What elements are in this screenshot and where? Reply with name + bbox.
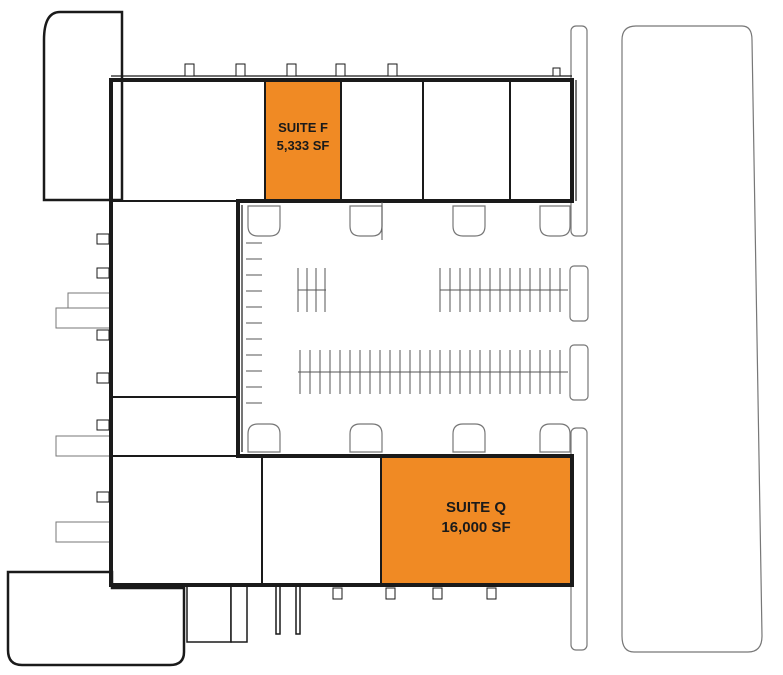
suite-q-name: SUITE Q — [446, 499, 506, 516]
right-island — [621, 25, 763, 653]
suite-f-area[interactable] — [265, 80, 341, 201]
top-left-outbuilding — [42, 10, 124, 202]
top-dock-doors — [184, 63, 561, 77]
suite-f-name: SUITE F — [278, 120, 328, 135]
wall-double-lines — [111, 75, 577, 452]
suite-q-area-label: 16,000 SF — [441, 519, 510, 536]
suite-f-area-label: 5,333 SF — [277, 138, 330, 153]
bottom-left-outbuilding — [6, 570, 186, 667]
left-loading-docks — [55, 292, 112, 543]
left-dock-doors — [96, 233, 110, 503]
parking-lot — [246, 202, 589, 453]
bottom-dock-doors — [332, 587, 497, 600]
bottom-protrusions — [186, 585, 301, 643]
main-building — [109, 78, 574, 587]
suite-q-area[interactable] — [381, 456, 572, 585]
